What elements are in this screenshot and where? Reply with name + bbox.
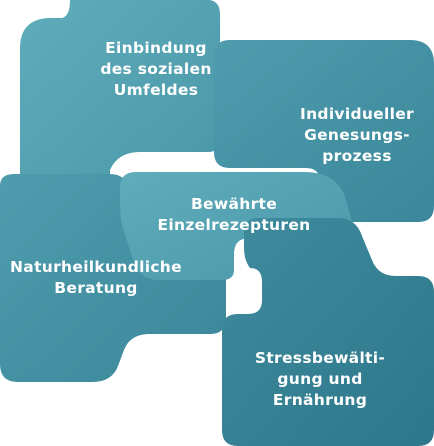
tile-genesung <box>214 40 434 222</box>
label-line: Einbindung <box>105 39 207 57</box>
label-line: gung und <box>277 370 363 388</box>
label-naturheilkundliche-beratung: Naturheilkundliche Beratung <box>4 257 188 299</box>
label-line: des sozialen <box>100 60 212 78</box>
label-line: Stressbewälti- <box>254 349 386 367</box>
label-line: Individueller <box>300 105 414 123</box>
tile-umfeld <box>20 0 220 190</box>
label-line: Genesungs- <box>304 126 410 144</box>
label-line: Ernährung <box>272 391 368 409</box>
label-genesungsprozess: Individueller Genesungs- prozess <box>282 104 432 167</box>
label-line: Bewährte <box>190 195 278 213</box>
label-line: Einzelrezepturen <box>157 216 311 234</box>
tile-stress <box>222 218 434 446</box>
label-stressbewaeltigung: Stressbewälti- gung und Ernährung <box>240 348 400 411</box>
tile-rezeptur <box>120 172 353 280</box>
label-einzelrezepturen: Bewährte Einzelrezepturen <box>146 194 322 236</box>
label-line: Umfeldes <box>113 81 199 99</box>
label-line: prozess <box>322 147 392 165</box>
label-line: Naturheilkundliche <box>10 258 182 276</box>
label-line: Beratung <box>54 279 138 297</box>
label-soziales-umfeld: Einbindung des sozialen Umfeldes <box>92 38 220 101</box>
